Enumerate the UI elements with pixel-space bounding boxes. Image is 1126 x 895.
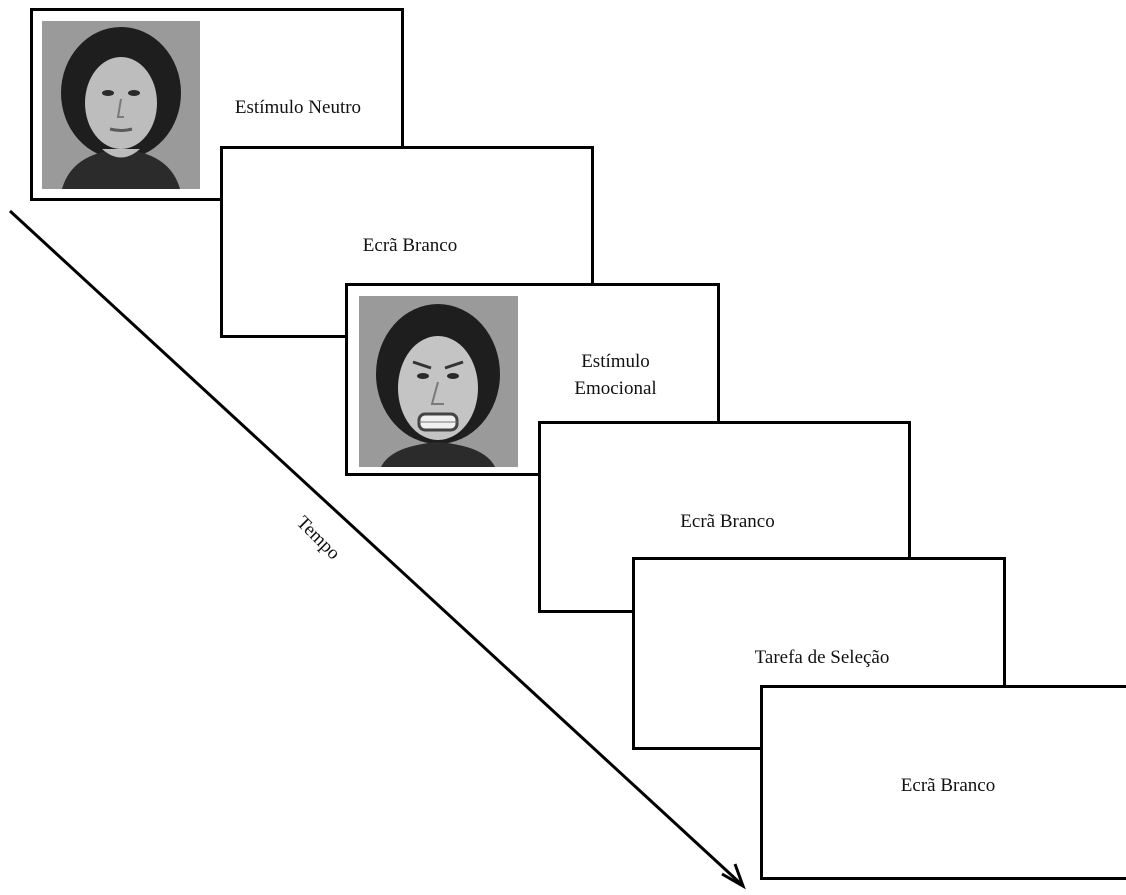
frame-label-line-1: Estímulo (581, 351, 650, 372)
arrow-head-icon (721, 863, 746, 890)
frame-label: Ecrã Branco (362, 235, 458, 256)
frame-label: Estímulo Emocional (523, 348, 708, 402)
frame-label: Estímulo Neutro (234, 97, 362, 118)
face-neutral-icon (42, 21, 200, 189)
face-angry-icon (359, 296, 518, 467)
frame-label: Ecrã Branco (680, 511, 775, 532)
frame-neutral-stimulus: Estímulo Neutro (30, 8, 404, 201)
frame-label: Tarefa de Seleção (754, 647, 890, 668)
neutral-face-photo (42, 21, 200, 189)
frame-label-line-2: Emocional (574, 378, 657, 399)
frame-label: Ecrã Branco (900, 775, 996, 796)
frame-blank-3: Ecrã Branco (760, 685, 1126, 880)
emotional-face-photo (359, 296, 518, 467)
